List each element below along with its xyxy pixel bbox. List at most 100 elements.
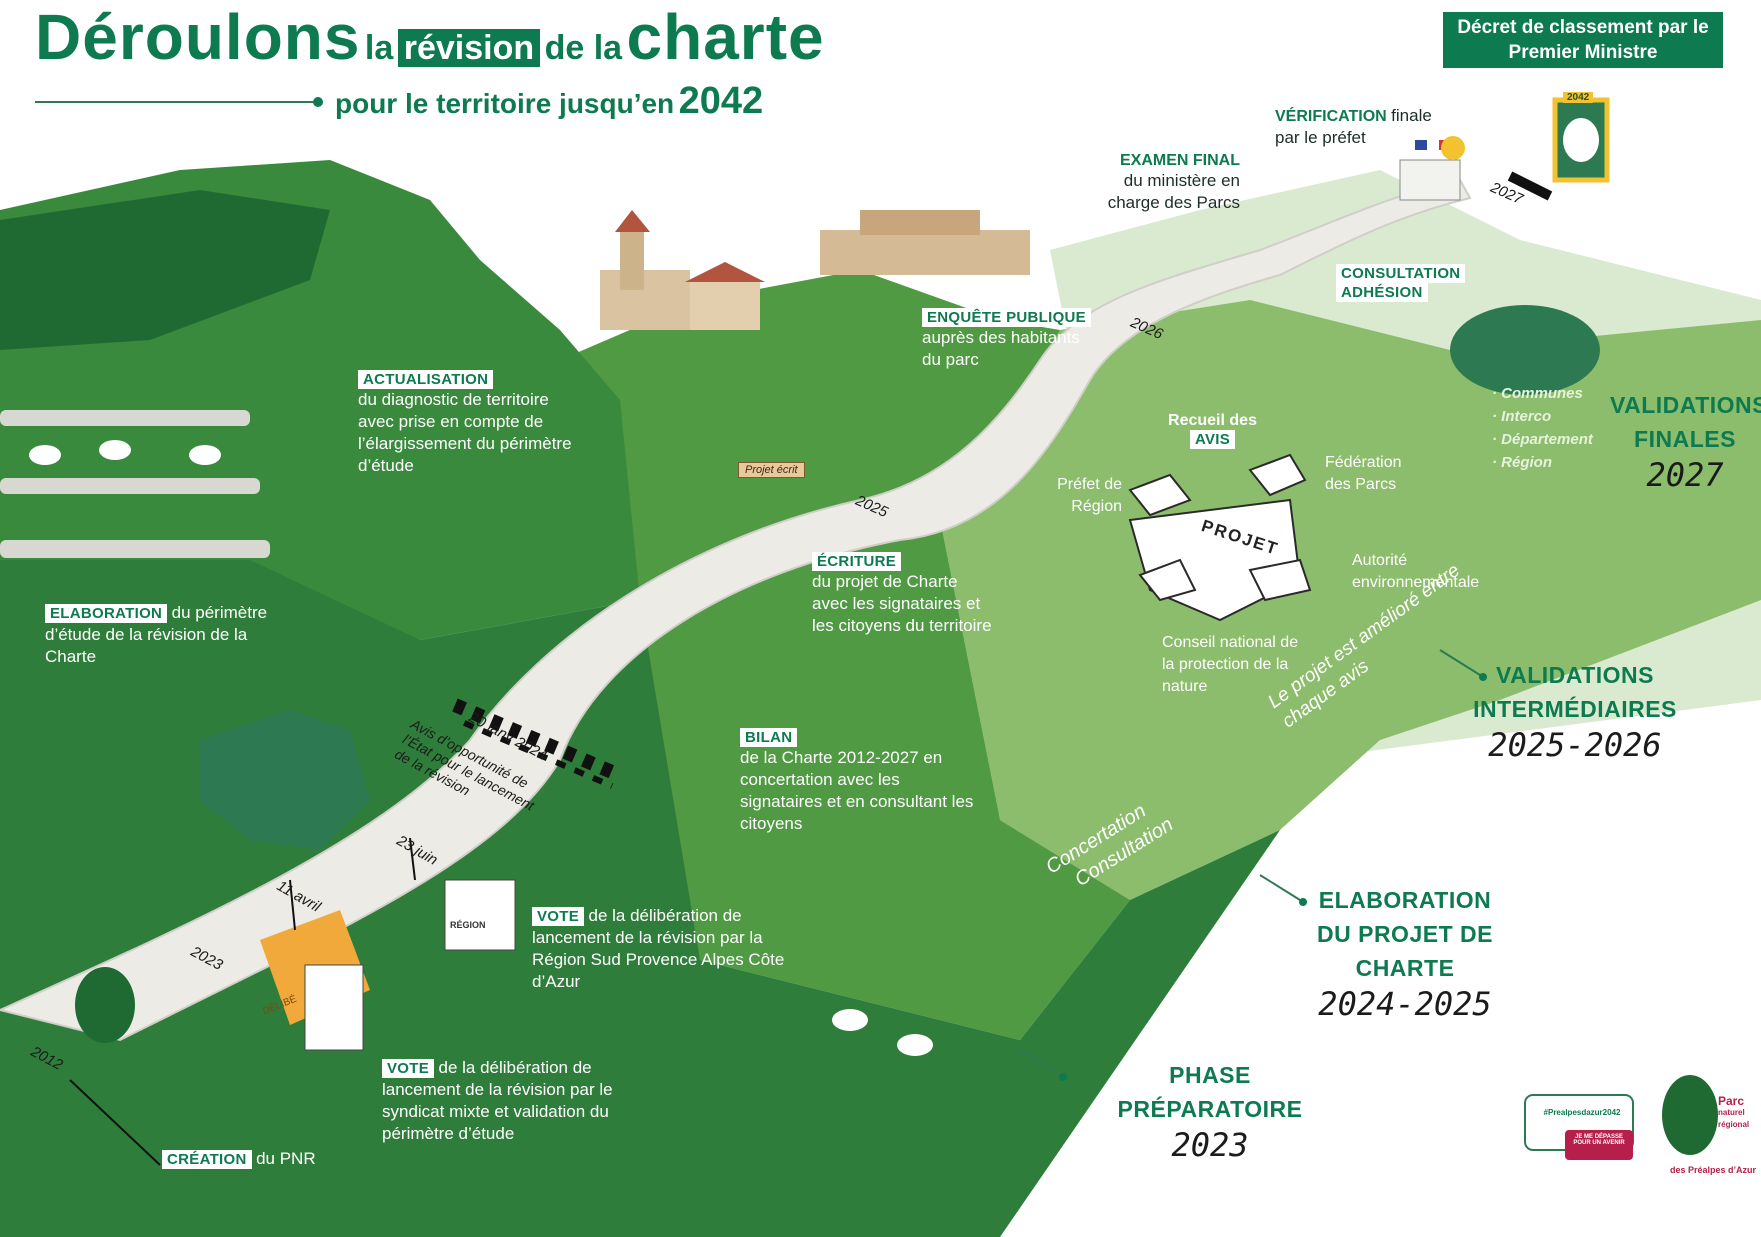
step-ecriture: ÉCRITURE du projet de Charte avec les si… [812,552,992,637]
phase-year: 2025-2026 [1488,726,1662,764]
title-word-la: la [364,29,394,67]
consultation-item: · Département [1492,431,1593,448]
step-tag: VOTE [532,907,585,926]
subtitle-text: pour le territoire jusqu’en [335,88,675,119]
road-marker-lines [69,837,416,1166]
stone-terraces [0,410,270,558]
page-subtitle: pour le territoire jusqu’en 2042 [335,80,763,123]
step-tag: ELABORATION [45,604,168,623]
urne-front-label: RÉGION [450,920,486,930]
step-text: du diagnostic de territoire avec prise e… [358,390,572,475]
step-text-2: d’étude de la révision de la [45,625,248,644]
step-tag: AVIS [1189,430,1236,449]
step-bilan: BILAN de la Charte 2012-2027 en concerta… [740,728,980,835]
step-text-1: du périmètre [171,603,268,622]
phase-label-line1: VALIDATIONS [1496,662,1654,688]
phase-label-line1: VALIDATIONS [1610,392,1761,418]
step-elaboration-perimetre: ELABORATION du périmètre d’étude de la r… [45,602,305,668]
park-map-shape [200,710,370,850]
badge-line: JE ME DÉPASSE POUR UN AVENIR [1573,1134,1625,1146]
step-tag: BILAN [740,728,798,747]
avis-prefet: Préfet de Région [1057,476,1122,515]
page-title: Déroulons la révision de la charte [35,0,825,74]
logo-line2: naturel [1718,1108,1745,1117]
sign-projet-ecrit: Projet écrit [738,462,805,478]
road [0,178,1472,1042]
step-actualisation: ACTUALISATION du diagnostic de territoir… [358,370,588,477]
pointer-dots [313,97,1487,1081]
pnr-logo [75,967,1718,1155]
phase-label-line2: FINALES [1634,426,1736,452]
mid-hill-elaboration [560,270,1130,1040]
step-recueil-avis: Recueil des AVIS [1150,412,1275,449]
step-tag: CRÉATION [162,1150,252,1169]
avis-federation: Fédération des Parcs [1325,454,1402,493]
phase-validations-finales: VALIDATIONS FINALES 2027 [1610,388,1761,494]
logo-line3: régional [1718,1120,1750,1129]
step-text: du ministère en charge des Parcs [1107,171,1240,212]
decree-box: Décret de classement par le Premier Mini… [1443,12,1723,68]
finish-bar-2027 [1507,171,1553,201]
sign-2042: 2042 [1563,92,1594,103]
right-grass-slope [860,830,1280,1237]
step-text: auprès des habitants du parc [922,328,1080,369]
step-tag: EXAMEN FINAL [1120,152,1240,169]
logo-text: Parc naturel régional [1718,1095,1760,1131]
phase-elaboration: ELABORATION DU PROJET DE CHARTE 2024-202… [1270,883,1540,1023]
avis-autorite: Autorité environnementale [1352,552,1480,591]
step-text: de la délibération de lancement de la ré… [532,906,785,991]
step-text: du PNR [256,1149,316,1168]
sheep [29,440,933,1056]
phase-year: 2023 [1171,1126,1249,1164]
phase-label-line1: PHASE PRÉPARATOIRE [1117,1062,1303,1122]
step-text-1: finale [1391,106,1432,125]
step-text: de la Charte 2012-2027 en concertation a… [740,748,974,833]
step-vote-syndicat: VOTE de la délibération de lancement de … [382,1057,662,1145]
step-tag-2: ADHÉSION [1336,283,1428,302]
projet-puzzle [1128,453,1312,622]
phase-label-line2: DU PROJET DE CHARTE [1317,921,1493,981]
logo-line4: des Préalpes d’Azur [1670,1165,1757,1175]
phase-preparatoire: PHASE PRÉPARATOIRE 2023 [1075,1058,1345,1164]
phase-label-line2: INTERMÉDIAIRES [1473,696,1677,722]
step-text-3: Charte [45,647,97,666]
consultation-item: · Interco [1492,408,1552,425]
ballot-boxes [260,879,516,1051]
title-word-charte: charte [626,1,825,73]
step-tag-1: CONSULTATION [1336,264,1466,283]
step-verification: VÉRIFICATION finale par le préfet [1275,105,1475,149]
step-vote-region: VOTE de la délibération de lancement de … [532,905,792,993]
decree-frame [1552,97,1610,183]
title-word-deroulons: Déroulons [35,1,361,73]
step-text: Recueil des [1168,412,1257,429]
step-creation: CRÉATION du PNR [162,1148,402,1170]
checkered-line [452,698,615,789]
phase-year: 2024-2025 [1318,985,1492,1023]
phase-label-line1: ELABORATION [1318,887,1492,913]
consultation-item: · Communes [1492,385,1583,402]
avis-conseil: Conseil national de la protection de la … [1162,634,1299,695]
title-word-revision: révision [397,29,541,67]
step-consultation: CONSULTATION ADHÉSION [1336,264,1466,302]
step-examen-final: EXAMEN FINAL du ministère en charge des … [1090,152,1240,214]
title-word-de-la: de la [544,29,623,67]
phase-pointers [35,101,1481,1076]
forest-dark [0,190,330,350]
subtitle-year: 2042 [678,80,764,122]
consultation-platform [1450,305,1600,395]
prefecture-building [1399,136,1465,201]
step-enquete-publique: ENQUÊTE PUBLIQUE auprès des habitants du… [922,308,1092,371]
consultation-list: · Communes · Interco · Département · Rég… [1492,382,1593,474]
step-text: du projet de Charte avec les signataires… [812,572,992,635]
campaign-badge [1524,1094,1634,1160]
badge-hashtag: #Prealpesdazur2042 [1543,1108,1621,1117]
step-tag: ACTUALISATION [358,370,494,389]
step-text-2: par le préfet [1275,128,1366,147]
phase-validations-intermediaires: VALIDATIONS INTERMÉDIAIRES 2025-2026 [1465,658,1685,764]
phase-year: 2027 [1646,456,1724,494]
step-text: de la délibération de lancement de la ré… [382,1058,613,1143]
step-tag: ENQUÊTE PUBLIQUE [922,308,1091,327]
light-hill-intermediaires [900,300,1761,900]
step-tag: VÉRIFICATION [1275,108,1387,125]
